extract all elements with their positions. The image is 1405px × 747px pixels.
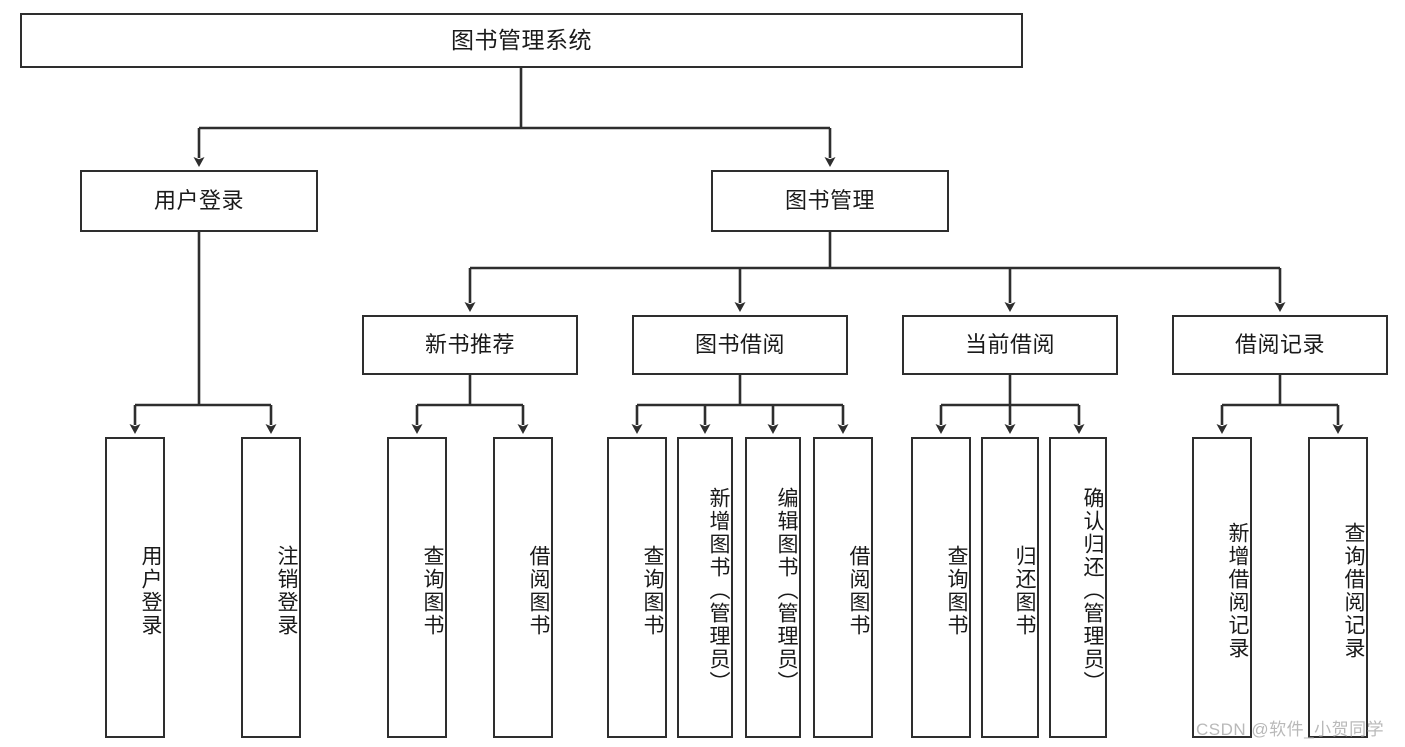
- leaf-confirm-return-admin[interactable]: 确认归还（管理员）: [1049, 437, 1107, 738]
- node-label: 用户登录: [153, 187, 244, 213]
- leaf-user-login[interactable]: 用户登录: [105, 437, 165, 738]
- node-book-management[interactable]: 图书管理: [711, 170, 949, 232]
- node-borrow-record[interactable]: 借阅记录: [1172, 315, 1388, 375]
- leaf-query-book-current[interactable]: 查询图书: [911, 437, 971, 738]
- node-label: 确认归还（管理员）: [1081, 487, 1104, 694]
- node-label: 编辑图书（管理员）: [775, 487, 798, 694]
- node-label: 当前借阅: [964, 331, 1055, 357]
- node-label: 新书推荐: [424, 331, 515, 357]
- node-label: 注销登录: [275, 544, 298, 637]
- node-user-login[interactable]: 用户登录: [80, 170, 318, 232]
- leaf-query-borrow-record[interactable]: 查询借阅记录: [1308, 437, 1368, 738]
- node-label: 查询图书: [945, 544, 968, 637]
- node-label: 图书管理系统: [451, 26, 592, 53]
- node-label: 借阅图书: [847, 544, 870, 637]
- leaf-add-borrow-record[interactable]: 新增借阅记录: [1192, 437, 1252, 738]
- node-label: 图书借阅: [694, 331, 785, 357]
- node-label: 新增借阅记录: [1226, 521, 1249, 660]
- node-label: 图书管理: [784, 187, 875, 213]
- node-label: 用户登录: [139, 544, 162, 637]
- node-label: 查询借阅记录: [1342, 521, 1365, 660]
- node-label: 借阅记录: [1234, 331, 1325, 357]
- leaf-edit-book-admin[interactable]: 编辑图书（管理员）: [745, 437, 801, 738]
- leaf-query-book-borrow[interactable]: 查询图书: [607, 437, 667, 738]
- node-book-borrow[interactable]: 图书借阅: [632, 315, 848, 375]
- leaf-return-book[interactable]: 归还图书: [981, 437, 1039, 738]
- csdn-watermark: CSDN @软件_小贺同学: [1196, 720, 1385, 739]
- leaf-borrow-book-recommend[interactable]: 借阅图书: [493, 437, 553, 738]
- leaf-logout[interactable]: 注销登录: [241, 437, 301, 738]
- node-current-borrow[interactable]: 当前借阅: [902, 315, 1118, 375]
- node-label: 借阅图书: [527, 544, 550, 637]
- node-label: 查询图书: [641, 544, 664, 637]
- node-label: 查询图书: [421, 544, 444, 637]
- leaf-add-book-admin[interactable]: 新增图书（管理员）: [677, 437, 733, 738]
- node-label: 归还图书: [1013, 544, 1036, 637]
- node-new-book-recommend[interactable]: 新书推荐: [362, 315, 578, 375]
- leaf-query-book-recommend[interactable]: 查询图书: [387, 437, 447, 738]
- node-label: 新增图书（管理员）: [707, 487, 730, 694]
- node-root-system[interactable]: 图书管理系统: [20, 13, 1023, 68]
- leaf-borrow-book[interactable]: 借阅图书: [813, 437, 873, 738]
